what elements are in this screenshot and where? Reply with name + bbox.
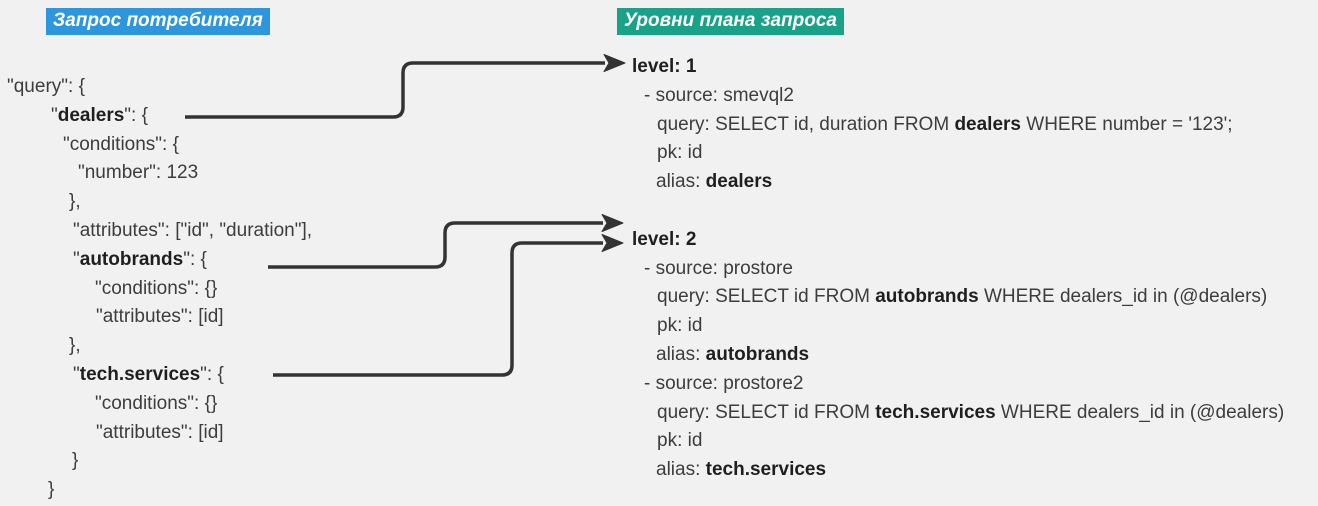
json-line-conditions-close: },	[69, 191, 81, 213]
plan-line-level2-query1: query: SELECT id FROM autobrands WHERE d…	[657, 286, 1268, 308]
plan-line-level2-alias2: alias: tech.services	[656, 459, 827, 481]
json-line-autobrands-conditions: "conditions": {}	[95, 277, 218, 299]
json-line-autobrands-attributes: "attributes": [id]	[96, 306, 224, 328]
json-line-techservices-attributes: "attributes": [id]	[96, 421, 224, 443]
left-panel-title: Запрос потребителя	[46, 8, 270, 35]
query-plan-levels: level: 1 - source: smevql2 query: SELECT i…	[0, 53, 1318, 485]
json-line-autobrands-close: },	[69, 335, 81, 357]
plan-line-level2-pk2: pk: id	[657, 430, 703, 452]
plan-line-level1-alias: alias: dealers	[656, 171, 773, 193]
json-line-dealers-conditions: "conditions": {	[63, 133, 179, 155]
json-line-query-open: "query": {	[7, 76, 85, 97]
json-line-techservices-close: }	[72, 450, 79, 472]
json-line-autobrands-open: "autobrands": {	[73, 248, 207, 270]
plan-line-level2-source2: - source: prostore2	[644, 372, 804, 394]
plan-line-blank	[0, 197, 1318, 226]
plan-line-level1-pk: pk: id	[657, 142, 703, 164]
json-line-techservices-open: "tech.services": {	[73, 363, 224, 385]
right-panel-title: Уровни плана запроса	[617, 8, 844, 35]
json-line-dealers-open: "dealers": {	[51, 104, 148, 126]
plan-line-level1-query: query: SELECT id, duration FROM dealers …	[657, 113, 1233, 135]
json-line-query-close: }	[48, 479, 55, 501]
plan-line-level2-query2: query: SELECT id FROM tech.services WHER…	[657, 401, 1285, 423]
plan-line-level2: level: 2	[632, 228, 697, 250]
json-line-number: "number": 123	[78, 162, 199, 184]
plan-line-level2-source1: - source: prostore	[644, 257, 793, 279]
consumer-query-json: "query": { "dealers": { "conditions": { "nu…	[0, 73, 1318, 505]
plan-line-level2-pk1: pk: id	[657, 315, 703, 337]
plan-line-level2-alias1: alias: autobrands	[656, 343, 810, 365]
json-line-techservices-conditions: "conditions": {}	[95, 392, 218, 414]
json-line-dealers-attributes: "attributes": ["id", "duration"],	[73, 219, 313, 241]
plan-line-level1-source: - source: smevql2	[644, 84, 794, 106]
plan-line-level1: level: 1	[632, 56, 697, 77]
